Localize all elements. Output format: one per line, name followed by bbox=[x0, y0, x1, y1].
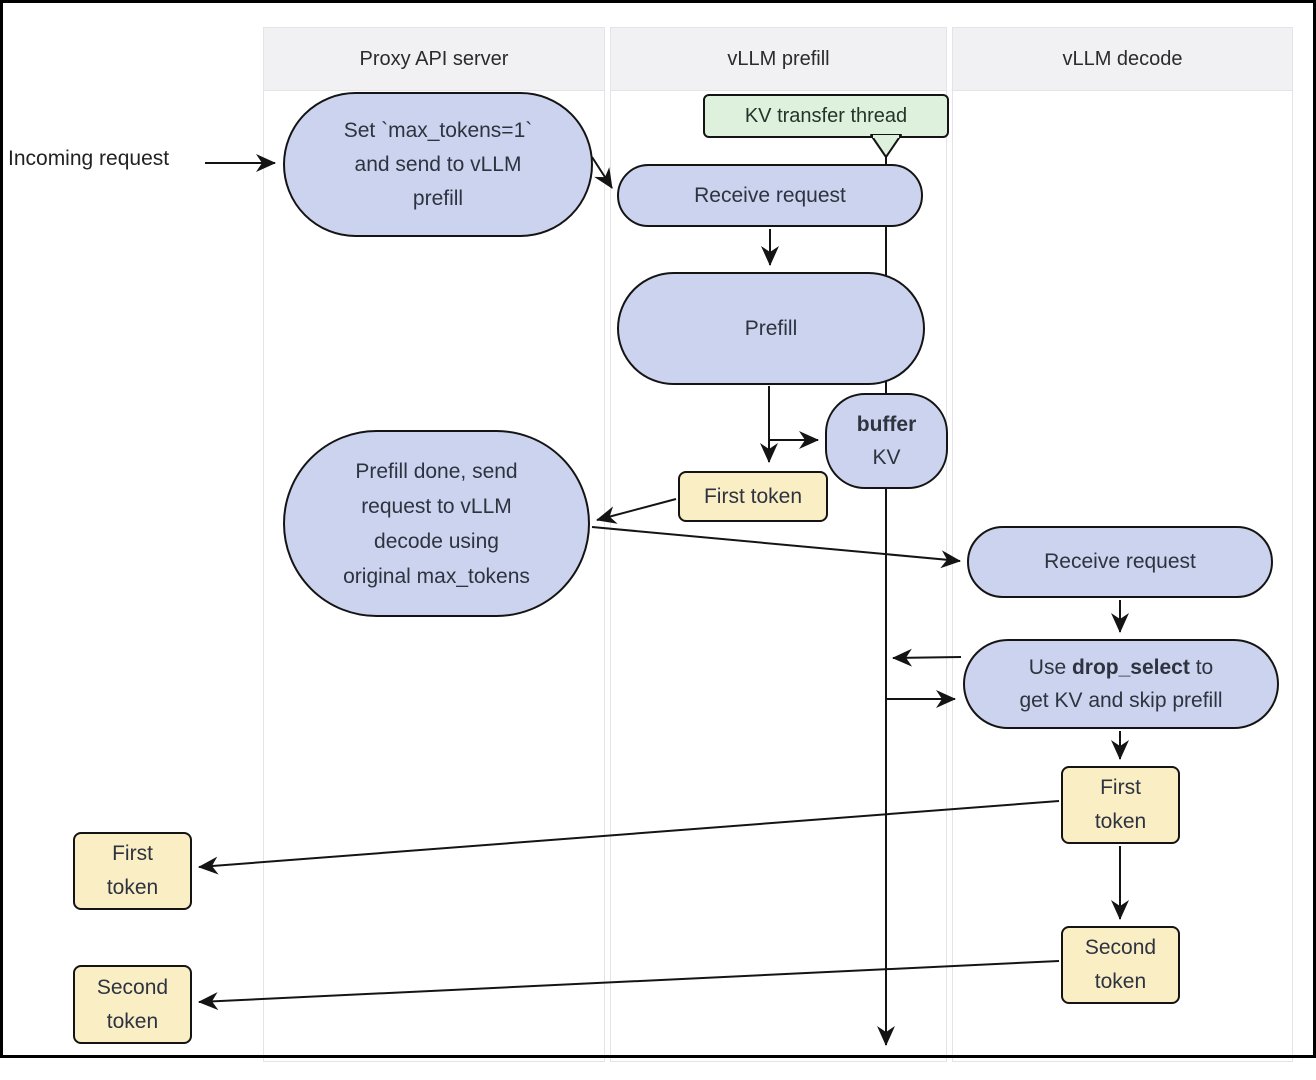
node-first-token-output: First token bbox=[73, 832, 192, 910]
node-use-drop-select: Use drop_select to get KV and skip prefi… bbox=[963, 639, 1279, 729]
node-set-max-tokens: Set `max_tokens=1` and send to vLLM pref… bbox=[283, 92, 593, 237]
lane-header-decode: vLLM decode bbox=[953, 28, 1292, 91]
incoming-request-label: Incoming request bbox=[8, 147, 170, 170]
lane-header-prefill: vLLM prefill bbox=[611, 28, 946, 91]
lane-title: vLLM decode bbox=[1062, 47, 1183, 70]
lane-title: Proxy API server bbox=[359, 47, 509, 70]
node-prefill-done: Prefill done, send request to vLLM decod… bbox=[283, 430, 590, 617]
node-buffer-kv: buffer KV bbox=[825, 393, 948, 489]
node-receive-request-prefill: Receive request bbox=[617, 164, 923, 227]
node-second-token-decode: Second token bbox=[1061, 926, 1180, 1004]
drop-select-line2: get KV and skip prefill bbox=[1019, 689, 1223, 712]
drop-select-line1: Use drop_select to bbox=[1029, 651, 1213, 684]
lane-header-proxy: Proxy API server bbox=[264, 28, 604, 91]
drop-select-suffix: to bbox=[1189, 656, 1214, 679]
node-first-token-prefill: First token bbox=[678, 471, 828, 522]
buffer-kv-text: KV bbox=[872, 446, 901, 469]
drop-select-prefix: Use bbox=[1028, 656, 1072, 679]
node-first-token-decode: First token bbox=[1061, 766, 1180, 844]
node-prefill: Prefill bbox=[617, 272, 925, 385]
kv-transfer-thread-callout: KV transfer thread bbox=[703, 94, 949, 138]
node-second-token-output: Second token bbox=[73, 965, 192, 1044]
drop-select-keyword: drop_select bbox=[1071, 656, 1190, 679]
node-receive-request-decode: Receive request bbox=[967, 526, 1273, 598]
buffer-kv-bold-text: buffer bbox=[856, 413, 917, 436]
lane-title: vLLM prefill bbox=[727, 47, 830, 70]
